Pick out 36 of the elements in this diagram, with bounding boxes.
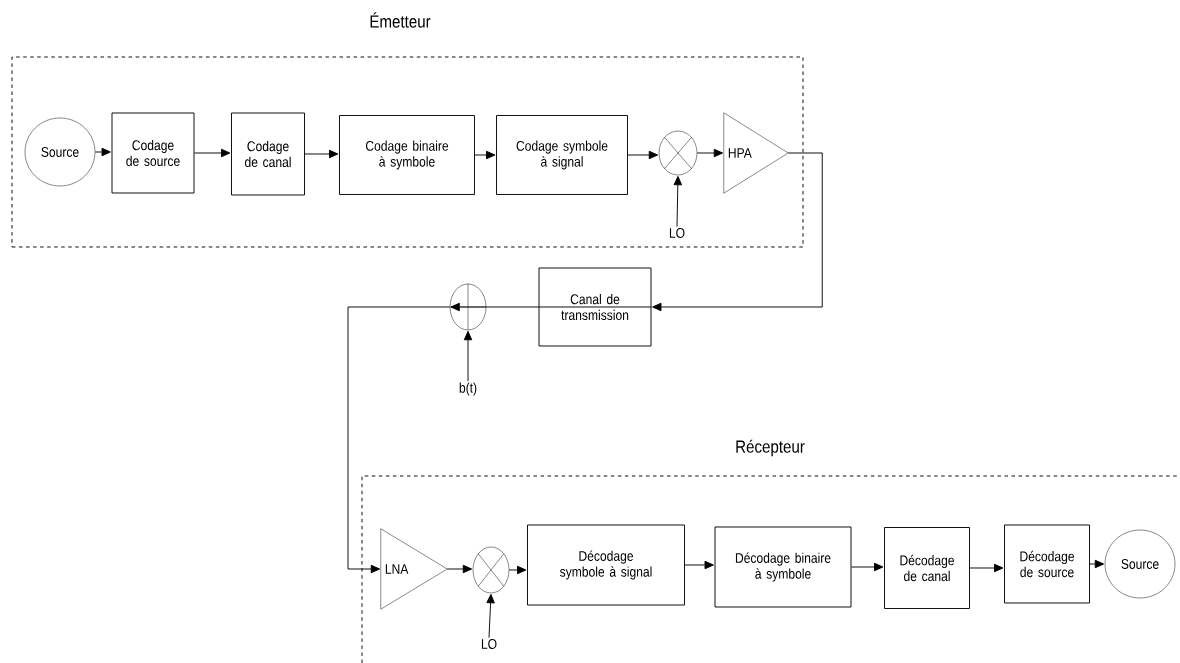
- process-box: Codage de canal: [231, 112, 305, 196]
- arrow: [696, 148, 724, 158]
- arrow: [486, 593, 495, 639]
- process-box: Décodage de source: [1004, 524, 1090, 604]
- noise-label: b(t): [459, 382, 477, 396]
- arrow: [446, 564, 473, 574]
- node-label: Émetteur: [370, 12, 431, 28]
- process-box: Décodage symbole à signal: [527, 524, 685, 606]
- arrow: [347, 306, 451, 574]
- arrow: [194, 148, 231, 158]
- process-box: Codage binaire à symbole: [339, 115, 475, 195]
- process-box: Codage symbole à signal: [496, 115, 628, 195]
- arrow: [94, 147, 111, 157]
- arrow: [627, 150, 659, 160]
- arrow: [851, 562, 884, 572]
- arrow: [969, 563, 1004, 573]
- amplifier-triangle: LNA: [380, 528, 448, 610]
- process-box: Décodage binaire à symbole: [714, 526, 852, 608]
- adder-symbol: [449, 283, 487, 331]
- oscillator-label: LO: [481, 639, 497, 649]
- process-box: Codage de source: [111, 112, 195, 194]
- arrow: [463, 330, 473, 382]
- arrow: [673, 175, 683, 228]
- arrow: [652, 152, 823, 312]
- arrow: [684, 560, 714, 570]
- process-box: Décodage de canal: [884, 527, 970, 609]
- oscillator-label: LO: [669, 228, 685, 238]
- arrow: [508, 565, 527, 575]
- process-box: Canal de transmission: [538, 267, 652, 347]
- mixer-symbol: [658, 130, 698, 176]
- arrow: [474, 150, 496, 160]
- arrow: [304, 149, 339, 159]
- arrow: [1089, 559, 1105, 569]
- arrow: [450, 302, 652, 312]
- mixer-symbol: [472, 546, 510, 594]
- amplifier-triangle: HPA: [723, 112, 789, 194]
